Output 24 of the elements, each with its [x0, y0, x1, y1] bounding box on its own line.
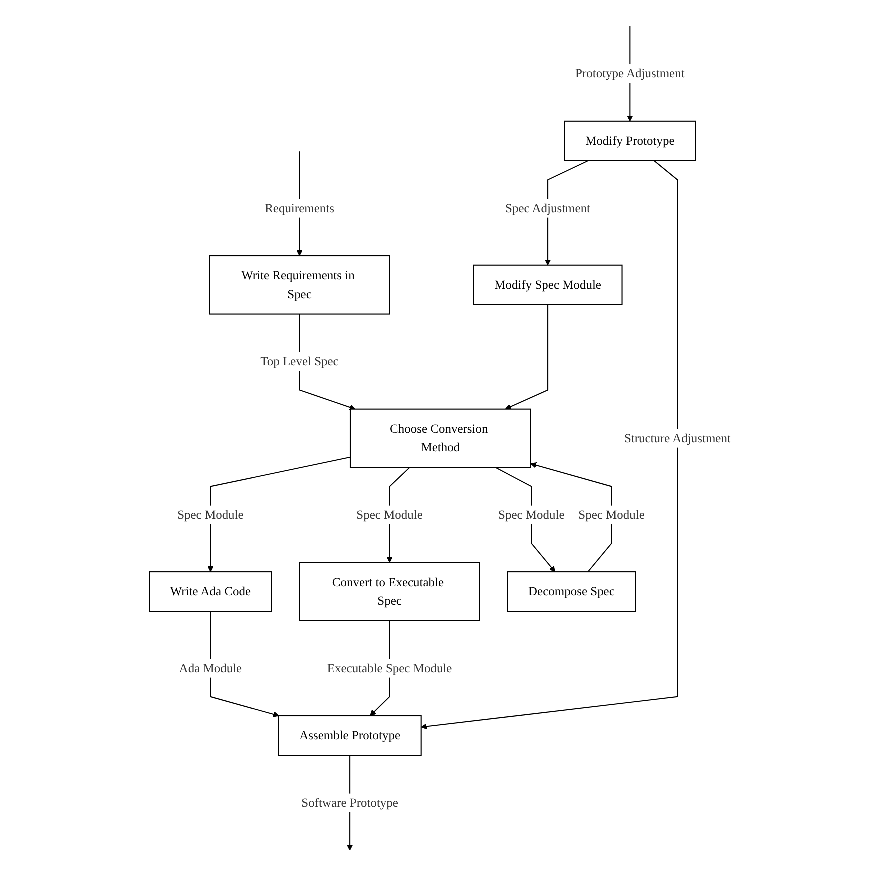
edge-label: Spec Module: [498, 508, 566, 522]
edge-label: Spec Adjustment: [506, 201, 591, 216]
node-box: Assemble Prototype: [278, 716, 422, 756]
edge-label: Spec Module: [578, 508, 646, 522]
node-box: Write Ada Code: [149, 572, 273, 612]
node-box: Modify Prototype: [564, 120, 696, 162]
node-box: Write Requirements in Spec: [209, 256, 391, 315]
edge-label: Ada Module: [180, 661, 242, 676]
arrow: [210, 612, 280, 718]
node-box: Convert to Executable Spec: [299, 562, 481, 622]
node-box: Choose Conversion Method: [350, 408, 532, 468]
edge-label: Software Prototype: [302, 796, 399, 810]
edge-label: Prototype Adjustment: [576, 66, 686, 80]
edge-label: Executable Spec Module: [328, 661, 452, 676]
node-box: Decompose Spec: [507, 572, 636, 612]
edge-label: Structure Adjustment: [624, 431, 732, 446]
arrow: [530, 462, 613, 572]
arrow: [506, 304, 549, 410]
arrow: [208, 456, 351, 572]
edge-label: Spec Module: [356, 508, 424, 522]
edge-label: Requirements: [265, 201, 335, 216]
edge-label: Spec Module: [178, 508, 244, 522]
node-box: Modify Spec Module: [474, 264, 624, 306]
edge-label: Top Level Spec: [260, 354, 340, 368]
